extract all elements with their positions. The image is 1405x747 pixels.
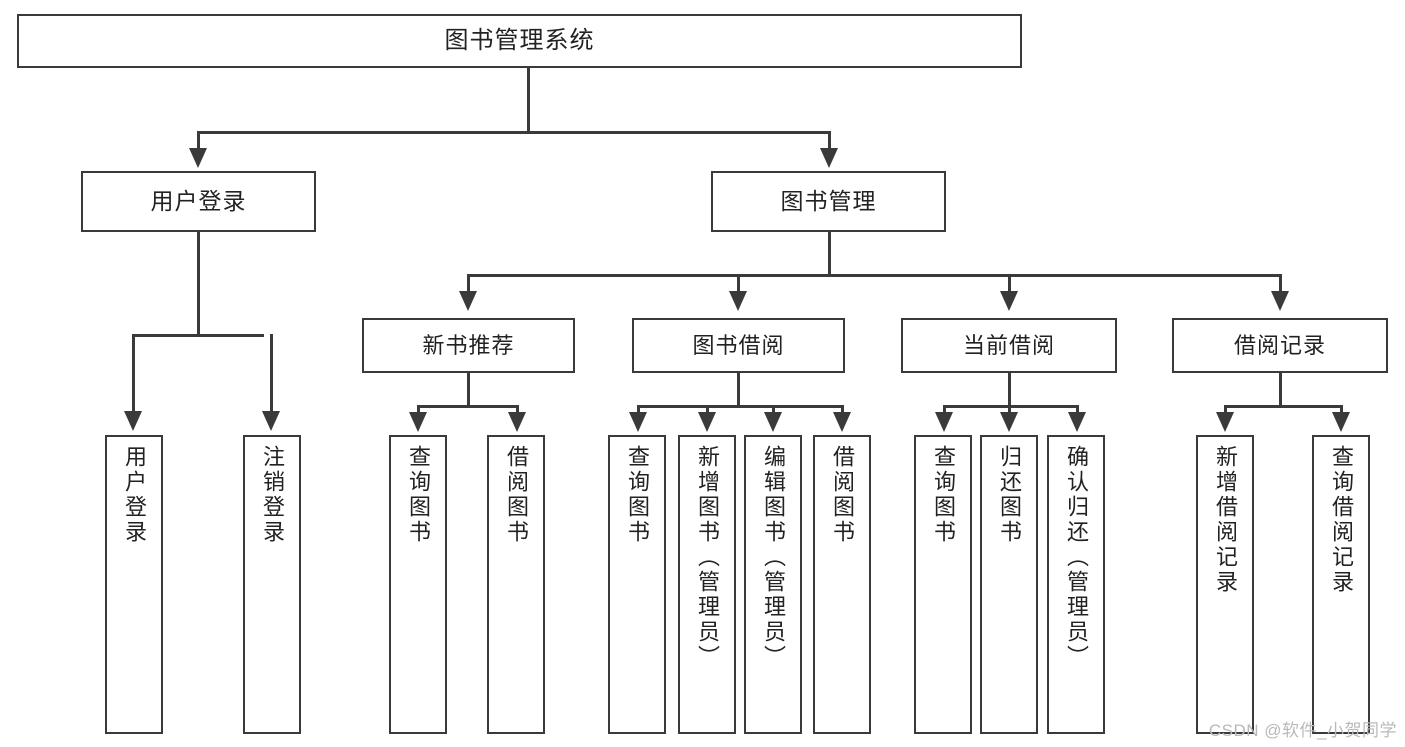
edge-book-borrow-stem: [737, 373, 740, 407]
node-book-borrow[interactable]: 图书借阅: [632, 318, 845, 373]
arrow-bm-to-child-2: [729, 291, 747, 311]
edge-book-management-bar: [468, 274, 1282, 277]
arrow-cb-to-leaf-2: [1000, 412, 1018, 432]
edge-bb-to-leaf-3: [772, 405, 775, 417]
edge-current-borrow-stem: [1008, 373, 1011, 407]
node-label: 新增图书（管理员）: [695, 445, 720, 670]
edge-cb-to-leaf-1: [943, 405, 946, 417]
arrow-cb-to-leaf-3: [1068, 412, 1086, 432]
edge-borrow-record-stem: [1279, 373, 1282, 407]
node-leaf-user-login-2[interactable]: 注销登录: [243, 435, 301, 734]
edge-cb-to-leaf-3: [1076, 405, 1079, 417]
node-leaf-current-borrow-3[interactable]: 确认归还（管理员）: [1047, 435, 1105, 734]
node-label: 借阅图书: [504, 445, 529, 545]
node-leaf-user-login-1[interactable]: 用户登录: [105, 435, 163, 734]
arrow-bm-to-child-1: [459, 291, 477, 311]
edge-br-to-leaf-2: [1340, 405, 1343, 417]
node-leaf-new-book-2[interactable]: 借阅图书: [487, 435, 545, 734]
node-leaf-borrow-record-1[interactable]: 新增借阅记录: [1196, 435, 1254, 734]
edge-user-login-to-leaf-2: [270, 334, 273, 414]
edge-new-book-bar: [418, 405, 518, 408]
edge-current-borrow-bar: [944, 405, 1078, 408]
node-leaf-new-book-1[interactable]: 查询图书: [389, 435, 447, 734]
node-label: 用户登录: [122, 445, 147, 545]
node-borrow-record[interactable]: 借阅记录: [1172, 318, 1388, 373]
node-label: 新书推荐: [422, 332, 515, 358]
node-current-borrow[interactable]: 当前借阅: [901, 318, 1117, 373]
arrow-user-login-to-leaf-1: [124, 411, 142, 431]
arrow-bb-to-leaf-4: [833, 412, 851, 432]
arrow-bm-to-child-4: [1271, 291, 1289, 311]
edge-br-to-leaf-1: [1224, 405, 1227, 417]
arrow-cb-to-leaf-1: [935, 412, 953, 432]
node-label: 归还图书: [997, 445, 1022, 545]
node-book-management[interactable]: 图书管理: [711, 171, 946, 232]
edge-root-to-book-management: [828, 131, 831, 151]
node-label: 注销登录: [260, 445, 285, 545]
edge-user-login-bar: [133, 334, 264, 337]
edge-book-management-stem: [828, 232, 831, 276]
edge-borrow-record-bar: [1225, 405, 1342, 408]
edge-new-book-stem: [467, 373, 470, 407]
edge-root-bar: [198, 131, 830, 134]
arrow-bb-to-leaf-1: [629, 412, 647, 432]
watermark: CSDN @软件_小贺同学: [1208, 721, 1397, 740]
arrow-bb-to-leaf-2: [698, 412, 716, 432]
edge-user-login-to-leaf-1: [132, 334, 135, 414]
node-leaf-book-borrow-2[interactable]: 新增图书（管理员）: [678, 435, 736, 734]
arrow-nb-to-leaf-2: [508, 412, 526, 432]
node-label: 查询图书: [406, 445, 431, 545]
edge-root-stem: [527, 68, 530, 133]
node-label: 确认归还（管理员）: [1064, 445, 1089, 670]
node-label: 图书借阅: [692, 332, 785, 358]
node-label: 图书管理: [780, 188, 877, 215]
node-label: 查询借阅记录: [1329, 445, 1354, 595]
node-leaf-book-borrow-4[interactable]: 借阅图书: [813, 435, 871, 734]
edge-bb-to-leaf-1: [637, 405, 640, 417]
edge-bm-to-child-1: [467, 274, 470, 294]
node-new-book-recommend[interactable]: 新书推荐: [362, 318, 575, 373]
node-label: 编辑图书（管理员）: [761, 445, 786, 670]
edge-bm-to-child-2: [737, 274, 740, 294]
node-label: 新增借阅记录: [1213, 445, 1238, 595]
node-leaf-current-borrow-1[interactable]: 查询图书: [914, 435, 972, 734]
node-book-management-system[interactable]: 图书管理系统: [17, 14, 1022, 68]
node-label: 借阅图书: [830, 445, 855, 545]
arrow-nb-to-leaf-1: [409, 412, 427, 432]
node-label: 查询图书: [625, 445, 650, 545]
arrow-root-to-book-management: [820, 148, 838, 168]
arrow-br-to-leaf-2: [1332, 412, 1350, 432]
node-label: 当前借阅: [962, 332, 1055, 358]
edge-root-to-user-login: [197, 131, 200, 151]
edge-nb-to-leaf-2: [516, 405, 519, 417]
arrow-bm-to-child-3: [1000, 291, 1018, 311]
node-user-login[interactable]: 用户登录: [81, 171, 316, 232]
node-leaf-borrow-record-2[interactable]: 查询借阅记录: [1312, 435, 1370, 734]
node-label: 借阅记录: [1233, 332, 1326, 358]
arrow-user-login-to-leaf-2: [262, 411, 280, 431]
arrow-root-to-user-login: [189, 148, 207, 168]
edge-bb-to-leaf-4: [841, 405, 844, 417]
edge-book-borrow-bar: [638, 405, 843, 408]
edge-bm-to-child-3: [1008, 274, 1011, 294]
node-leaf-book-borrow-3[interactable]: 编辑图书（管理员）: [744, 435, 802, 734]
node-label: 查询图书: [931, 445, 956, 545]
edge-user-login-stem: [197, 232, 200, 336]
node-label: 图书管理系统: [444, 27, 595, 54]
edge-bb-to-leaf-2: [706, 405, 709, 417]
node-label: 用户登录: [150, 188, 247, 215]
edge-nb-to-leaf-1: [417, 405, 420, 417]
arrow-br-to-leaf-1: [1216, 412, 1234, 432]
arrow-bb-to-leaf-3: [764, 412, 782, 432]
edge-bm-to-child-4: [1279, 274, 1282, 294]
node-leaf-current-borrow-2[interactable]: 归还图书: [980, 435, 1038, 734]
edge-cb-to-leaf-2: [1008, 405, 1011, 417]
node-leaf-book-borrow-1[interactable]: 查询图书: [608, 435, 666, 734]
